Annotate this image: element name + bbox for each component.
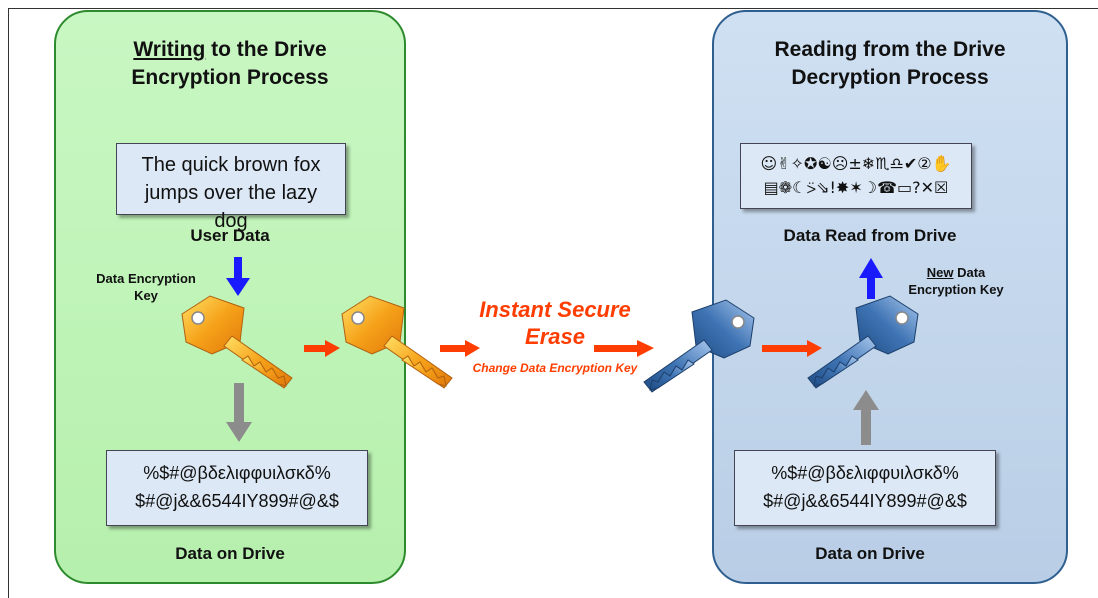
encrypted-data-box-left: %$#@βδελιφφυιλσκδ% $#@j&&6544IY899#@&$ [106,450,368,526]
user-data-box: The quick brown fox jumps over the lazy … [116,143,346,232]
gray-down-arrow [226,383,252,442]
gray-up-arrow [853,390,879,445]
change-key-subtitle: Change Data Encryption Key [472,361,638,375]
title-writing-word: Writing [133,38,206,61]
frame-left-border [8,8,9,598]
encryption-key-label: Data Encryption Key [96,271,196,303]
frame-top-border [8,8,1098,9]
new-word: New [926,265,954,280]
encrypted-line-2: $#@j&&6544IY899#@&$ [135,491,339,511]
decryption-panel-title: Reading from the Drive Decryption Proces… [714,36,1066,92]
encryption-panel-title: Writing to the Drive Encryption Process [56,36,404,92]
title-line1-rest: to the Drive [205,38,327,61]
red-arrow-3 [594,340,654,357]
encrypted-line-1: %$#@βδελιφφυιλσκδ% [771,463,959,483]
red-arrow-2 [440,340,480,357]
data-on-drive-label-left: Data on Drive [175,544,285,563]
title-line2: Decryption Process [791,66,989,89]
encryption-key-icon [181,295,293,389]
encrypted-line-1: %$#@βδελιφφυιλσκδ% [143,463,331,483]
blue-up-arrow [859,258,883,299]
garbled-data-box: ☺✌✧✪☯☹±❄♏♎✔②✋ ▤❁☾⍩⇘!✸✶☽☎▭?✕☒ [740,143,972,209]
new-key-rest: Data Encryption Key [908,265,1004,297]
new-key-icon [807,295,919,389]
red-arrows [304,340,822,357]
title-line1: Reading from the Drive [774,38,1006,61]
title-line2: Encryption Process [131,66,329,89]
encrypted-data-box-right: %$#@βδελιφφυιλσκδ% $#@j&&6544IY899#@&$ [734,450,996,526]
encrypted-line-2: $#@j&&6544IY899#@&$ [763,491,967,511]
data-on-drive-label-right: Data on Drive [815,544,925,563]
blue-key-icon [643,299,755,393]
red-arrow-1 [304,340,340,357]
garbled-line-1: ☺✌✧✪☯☹±❄♏♎✔②✋ [760,154,952,173]
encryption-key-icon-2 [341,295,453,389]
garbled-line-2: ▤❁☾⍩⇘!✸✶☽☎▭?✕☒ [763,178,949,197]
red-arrow-4 [762,340,822,357]
data-read-label: Data Read from Drive [783,226,957,245]
new-key-label: New Data Encryption Key [906,264,1006,298]
blue-down-arrow [226,257,250,296]
instant-secure-erase-title: Instant Secure Erase [479,297,631,349]
user-data-text: The quick brown fox jumps over the lazy … [141,154,321,232]
user-data-label: User Data [190,226,270,245]
